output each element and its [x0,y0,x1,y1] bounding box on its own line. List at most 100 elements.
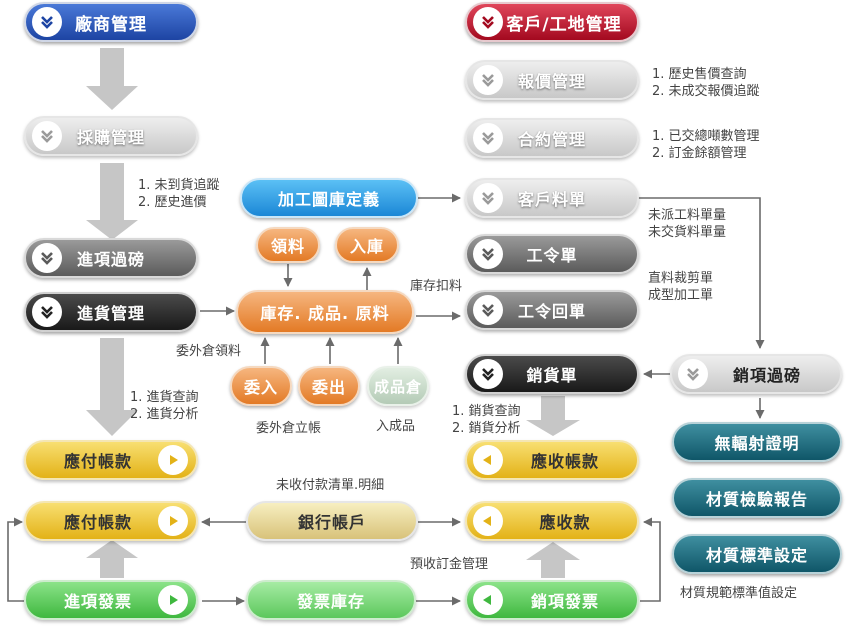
invoice-stock-label: 發票庫存 [296,592,365,611]
contract-management-label: 合約管理 [517,130,586,149]
incoming-goods-label: 進貨管理 [76,304,145,323]
note-line: 未派工料單量 [648,208,727,223]
double-chevron-down-icon [473,7,503,37]
note-line: 2. 歷史進價 [138,195,207,210]
note-line: 2. 訂金餘額管理 [652,146,747,161]
pick-material-label: 領料 [270,237,305,256]
double-chevron-down-icon [473,123,503,153]
double-chevron-down-icon [32,121,62,151]
note-line: 2. 銷貨分析 [452,421,521,436]
double-chevron-down-icon [473,183,503,213]
purchase-management-button[interactable]: 採購管理 [24,116,198,156]
sales-order-label: 銷貨單 [526,366,578,385]
incoming-invoice-label: 進項發票 [63,592,132,611]
vendor-management-label: 廠商管理 [75,14,147,35]
bank-account-button[interactable]: 銀行帳戶 [246,501,418,541]
quote-notes: 1. 歷史售價查詢 2. 未成交報價追蹤 [652,66,760,100]
flow-arrow [86,338,138,436]
double-chevron-down-icon [32,243,62,273]
material-inspection-report-button[interactable]: 材質檢驗報告 [672,478,842,518]
quote-management-button[interactable]: 報價管理 [465,60,639,100]
connector [7,517,24,602]
outgoing-weighing-label: 銷項過磅 [732,366,801,385]
consign-in-button[interactable]: 委入 [230,366,292,406]
material-spec-note: 材質規範標準值設定 [680,586,798,601]
material-inspection-label: 材質檢驗報告 [705,490,808,509]
flow-arrow [86,540,138,578]
receivable-label: 應收款 [539,513,591,532]
flow-arrow [86,163,138,240]
back-arrow-icon [473,445,503,475]
receivable-button[interactable]: 應收款 [465,501,639,541]
consign-out-label: 委出 [311,378,346,397]
sales-order-button[interactable]: 銷貨單 [465,354,639,394]
flow-arrow [86,48,138,110]
note-line: 2. 進貨分析 [130,407,199,422]
flow-arrow [526,542,580,578]
pick-material-button[interactable]: 領料 [256,227,320,263]
finished-warehouse-label: 成品倉 [373,377,422,396]
work-order-return-label: 工令回單 [517,302,586,321]
note-line: 1. 進貨查詢 [130,390,199,405]
work-order-notes: 直料裁剪單 成型加工單 [648,270,713,304]
quote-management-label: 報價管理 [517,72,586,91]
finished-warehouse-button[interactable]: 成品倉 [367,366,429,406]
connector [640,517,661,602]
inventory-label: 庫存. 成品. 原料 [260,304,390,323]
double-chevron-down-icon [32,297,62,327]
customer-site-management-button[interactable]: 客戶/工地管理 [465,2,639,42]
double-chevron-down-icon [473,359,503,389]
consign-account-note: 委外倉立帳 [256,421,322,436]
accounts-payable-label: 應付帳款 [63,452,132,471]
incoming-weighing-label: 進項過磅 [76,250,145,269]
consign-out-button[interactable]: 委出 [298,366,360,406]
outgoing-invoice-button[interactable]: 銷項發票 [465,580,639,620]
work-order-return-button[interactable]: 工令回單 [465,290,639,330]
accounts-receivable-label: 應收帳款 [530,452,599,471]
contract-management-button[interactable]: 合約管理 [465,118,639,158]
consign-pick-note: 委外倉領料 [176,344,242,359]
play-icon [158,585,188,615]
double-chevron-down-icon [678,359,708,389]
radiation-free-certificate-button[interactable]: 無輻射證明 [672,422,842,462]
customer-material-notes: 未派工料單量 未交貨料單量 [648,207,726,241]
back-arrow-icon [473,585,503,615]
flow-arrow [526,396,580,436]
deposit-management-note: 預收訂金管理 [410,557,489,572]
incoming-goods-notes: 1. 進貨查詢 2. 進貨分析 [130,389,199,423]
stock-deduct-note: 庫存扣料 [410,279,463,294]
accounts-payable-button[interactable]: 應付帳款 [24,440,198,480]
sales-notes: 1. 銷貨查詢 2. 銷貨分析 [452,403,521,437]
stock-in-button[interactable]: 入庫 [335,227,399,263]
unpaid-list-note: 未收付款清單.明細 [276,478,385,493]
customer-material-label: 客戶料單 [517,190,586,209]
work-order-button[interactable]: 工令單 [465,234,639,274]
note-line: 直料裁剪單 [648,271,714,286]
outgoing-weighing-button[interactable]: 銷項過磅 [670,354,842,394]
double-chevron-down-icon [473,295,503,325]
material-standard-setting-button[interactable]: 材質標準設定 [672,534,842,574]
customer-material-list-button[interactable]: 客戶料單 [465,178,639,218]
note-line: 1. 歷史售價查詢 [652,67,747,82]
note-line: 未交貨料單量 [648,225,727,240]
purchase-management-label: 採購管理 [76,128,145,147]
incoming-goods-button[interactable]: 進貨管理 [24,292,198,332]
processing-drawing-definition-button[interactable]: 加工圖庫定義 [240,178,418,218]
double-chevron-down-icon [32,7,62,37]
invoice-stock-button[interactable]: 發票庫存 [246,580,416,620]
incoming-weighing-button[interactable]: 進項過磅 [24,238,198,278]
connector [638,197,765,349]
play-icon [158,445,188,475]
vendor-management-button[interactable]: 廠商管理 [24,2,198,42]
accounts-receivable-button[interactable]: 應收帳款 [465,440,639,480]
accounts-payable-2-label: 應付帳款 [63,513,132,532]
contract-notes: 1. 已交總噸數管理 2. 訂金餘額管理 [652,128,760,162]
material-standard-label: 材質標準設定 [705,546,808,565]
inventory-button[interactable]: 庫存. 成品. 原料 [236,290,414,334]
accounts-payable-2-button[interactable]: 應付帳款 [24,501,198,541]
processing-drawing-label: 加工圖庫定義 [277,190,380,209]
incoming-invoice-button[interactable]: 進項發票 [24,580,198,620]
note-line: 1. 已交總噸數管理 [652,129,760,144]
finished-in-note: 入成品 [376,419,416,434]
